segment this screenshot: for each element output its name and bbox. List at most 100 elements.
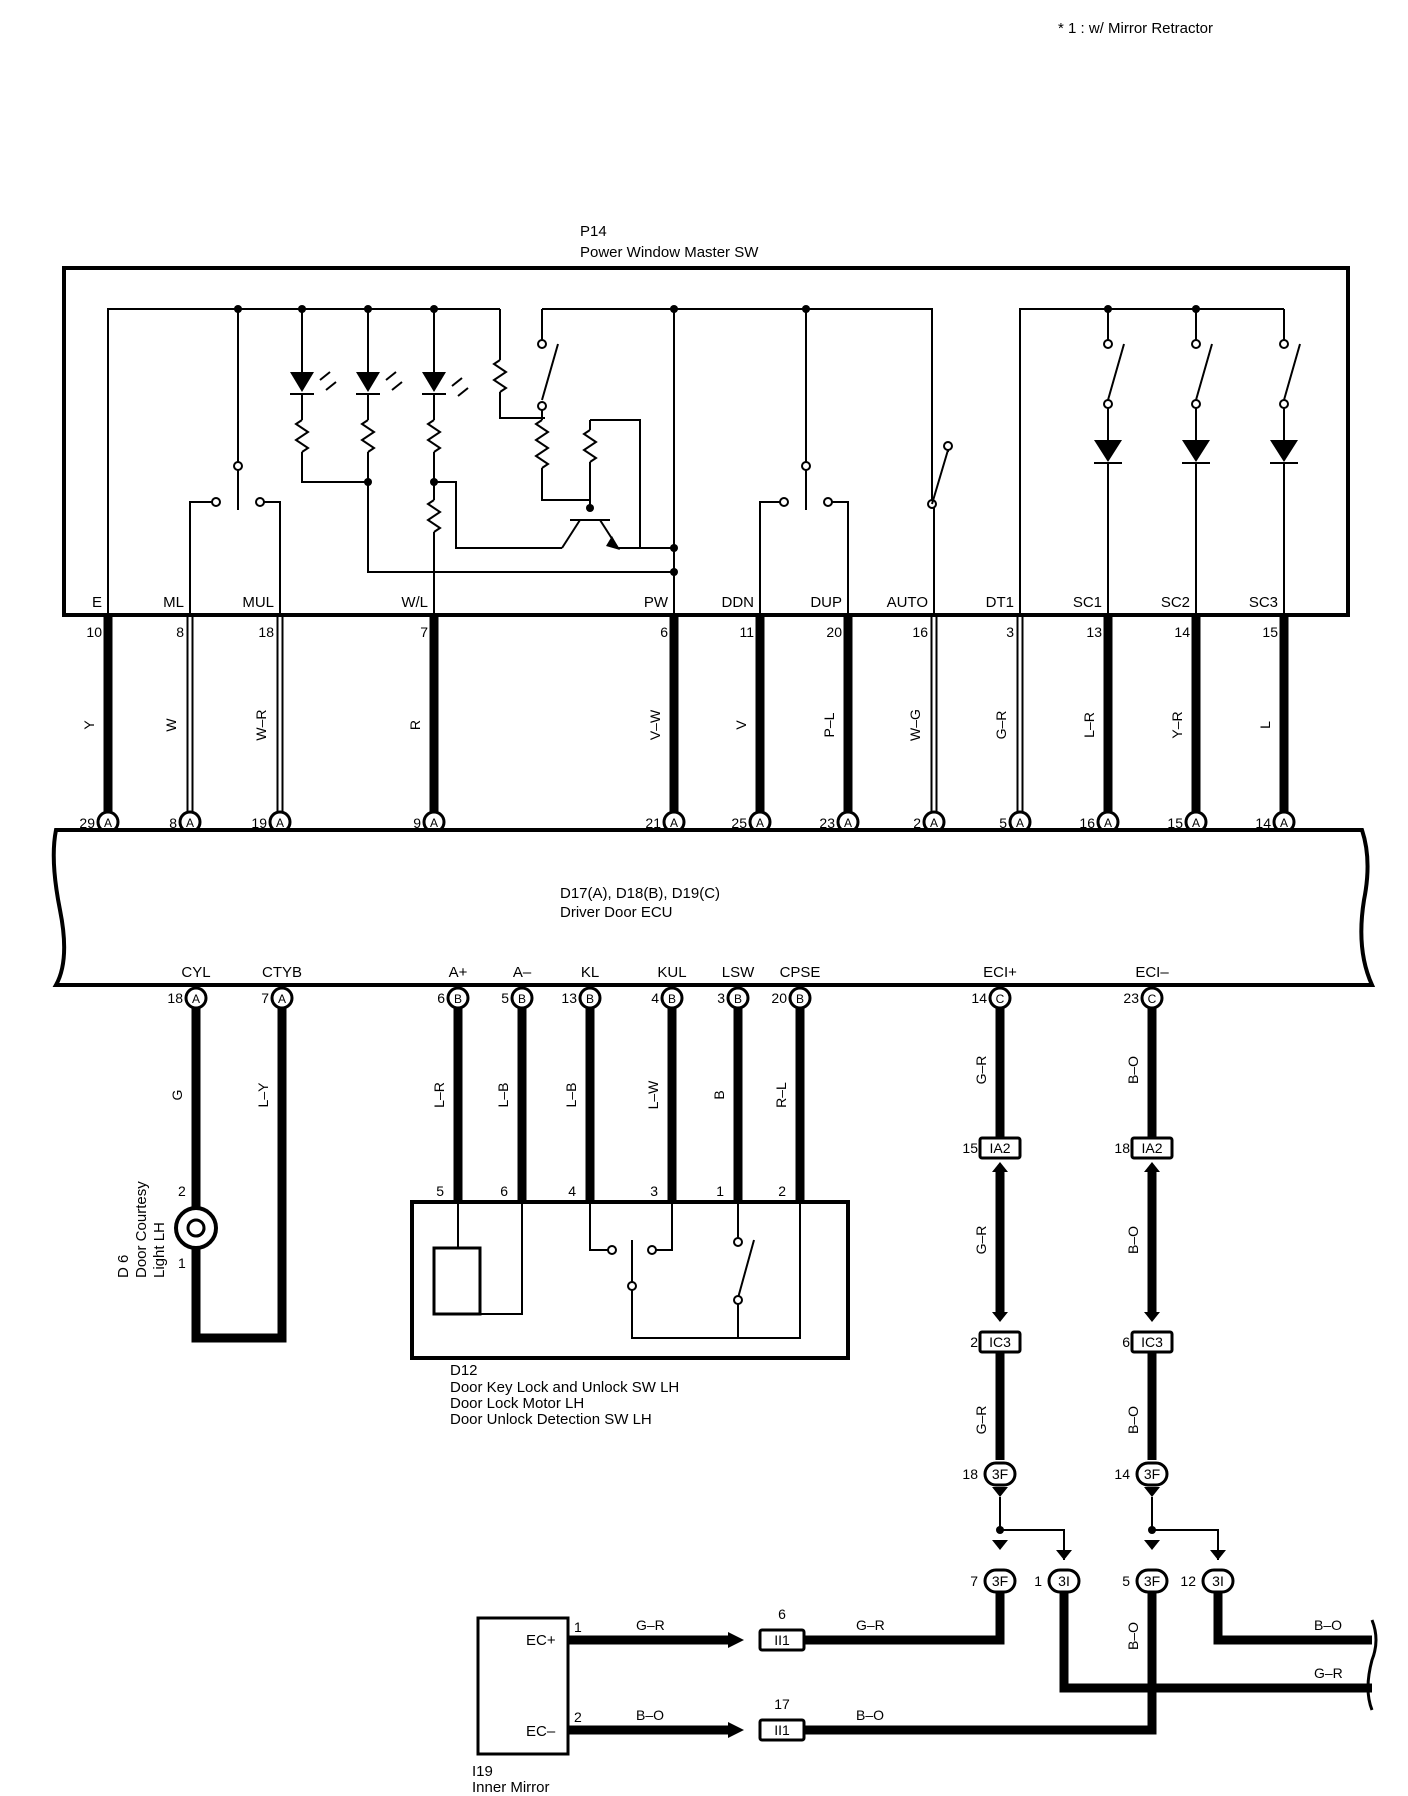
ecu-bottom-connector-6: B	[726, 986, 750, 1010]
p14-terminal-pin: 16	[912, 624, 928, 640]
mirror-retractor-note: * 1 : w/ Mirror Retractor	[1058, 20, 1213, 37]
ecu-bottom-connector-5: B	[660, 986, 684, 1010]
ia2-connector: IA2	[1130, 1136, 1174, 1160]
3i-branch-pin: 1	[1034, 1573, 1042, 1589]
ic3-connector: IC3	[978, 1330, 1022, 1354]
ecu-bottom-pin: 3	[717, 990, 725, 1006]
p14-terminal-name: SC3	[1249, 594, 1278, 611]
eci-color-3: B–O	[1125, 1406, 1141, 1434]
ecu-bottom-connector-6-letter: B	[734, 992, 742, 1006]
d12-pin: 5	[436, 1183, 444, 1199]
d12-code: D12	[450, 1362, 478, 1379]
3f-connector-top-label: 3F	[1144, 1466, 1160, 1482]
ia2-connector-label: IA2	[1141, 1140, 1162, 1156]
ecu-bottom-pin: 18	[167, 990, 183, 1006]
ecu-top-connector-5-letter: A	[756, 816, 764, 830]
p14-name: Power Window Master SW	[580, 244, 759, 261]
3f-pin: 14	[1114, 1466, 1130, 1482]
ecu-bottom-connector-2: B	[446, 986, 470, 1010]
p14-box	[62, 266, 1350, 617]
ecu-top-pin: 2	[913, 815, 921, 831]
3i-connector-branch: 3I	[1201, 1568, 1235, 1594]
p14-terminal-name: DUP	[810, 594, 842, 611]
ecu-bottom-name: A+	[449, 964, 468, 981]
p14-wire-color: V–W	[647, 709, 663, 740]
ecu-top-pin: 5	[999, 815, 1007, 831]
d12-pin: 6	[500, 1183, 508, 1199]
i19-inner-mirror: EC+ EC– 1 2 I19 Inner Mirror	[472, 1616, 582, 1796]
ia2-connector-label: IA2	[989, 1140, 1010, 1156]
p14-terminal-pin: 3	[1006, 624, 1014, 640]
d12-pin: 1	[716, 1183, 724, 1199]
ec-minus-wire-color: B–O	[636, 1707, 664, 1723]
sc1-switch-diode	[1094, 305, 1125, 615]
ecu-top-connector-9-letter: A	[1104, 816, 1112, 830]
3f-connector-branch-label: 3F	[992, 1573, 1008, 1589]
3f-branch-pin: 7	[970, 1573, 978, 1589]
indicator-led-3	[422, 309, 562, 615]
p14-terminal-name: SC1	[1073, 594, 1102, 611]
ecu-bottom-pin: 14	[971, 990, 987, 1006]
p14-terminal-pin: 18	[258, 624, 274, 640]
p14-terminal-name: E	[92, 594, 102, 611]
p14-terminal-name: MUL	[242, 594, 274, 611]
ecu-top-connector-1-letter: A	[186, 816, 194, 830]
ecu-bottom-connector-7: B	[788, 986, 812, 1010]
ecu-bottom-name: KL	[581, 964, 599, 981]
d6-name-line2: Light LH	[151, 1222, 168, 1278]
p14-wire-color: V	[733, 720, 749, 730]
3i-connector-branch-label: 3I	[1212, 1573, 1224, 1589]
ecu-bottom-name: ECI+	[983, 964, 1017, 981]
p14-terminal-pin: 6	[660, 624, 668, 640]
ii1-bottom-out-color: B–O	[856, 1707, 884, 1723]
ecu-bottom-connector-9-letter: C	[1148, 992, 1157, 1006]
ecu-bottom-name: ECI–	[1135, 964, 1169, 981]
ecu-top-connector-3-letter: A	[430, 816, 438, 830]
ecu-top-connector-4-letter: A	[670, 816, 678, 830]
p14-terminal-name: W/L	[401, 594, 428, 611]
ecu-name: Driver Door ECU	[560, 904, 673, 921]
ecu-bottom-connector-8: C	[988, 986, 1012, 1010]
3f-connector-branch: 3F	[1135, 1568, 1169, 1594]
door-lock-motor-icon	[432, 1246, 482, 1316]
3f-connector-branch: 3F	[983, 1568, 1017, 1594]
ecu-bottom-connector-1: A	[270, 986, 294, 1010]
ic3-pin: 6	[1122, 1334, 1130, 1350]
p14-terminal-5: DDN11V25AMDN	[722, 594, 778, 856]
ecu-top-connector-2: A	[268, 810, 292, 834]
ecu-bottom-name: CTYB	[262, 964, 302, 981]
ecu-bottom-color: G	[169, 1090, 185, 1101]
indicator-led-2	[356, 309, 674, 573]
ecu-top-pin: 9	[413, 815, 421, 831]
ecu-top-pin: 14	[1255, 815, 1271, 831]
ecu-bottom-pin: 4	[651, 990, 659, 1006]
p14-wire-color: W	[163, 718, 179, 732]
ecu-bottom-color: B	[711, 1090, 727, 1099]
p14-wire-color: L–R	[1081, 712, 1097, 738]
p14-wire-color: P–L	[821, 712, 837, 737]
ecu-top-connector-7-letter: A	[930, 816, 938, 830]
3f-connector-top: 3F	[1135, 1461, 1169, 1487]
ecu-bottom-color: L–B	[563, 1083, 579, 1108]
p14-wire-color: Y	[81, 720, 97, 730]
p14-terminal-1: ML8W8AML	[163, 594, 202, 856]
ecu-top-pin: 25	[731, 815, 747, 831]
eci-color-3: G–R	[973, 1406, 989, 1435]
eci-color-1: B–O	[1125, 1056, 1141, 1084]
p14-wire-color: R	[407, 720, 423, 730]
ecu-bottom-name: LSW	[722, 964, 755, 981]
p14-internal-circuit	[107, 305, 1301, 615]
